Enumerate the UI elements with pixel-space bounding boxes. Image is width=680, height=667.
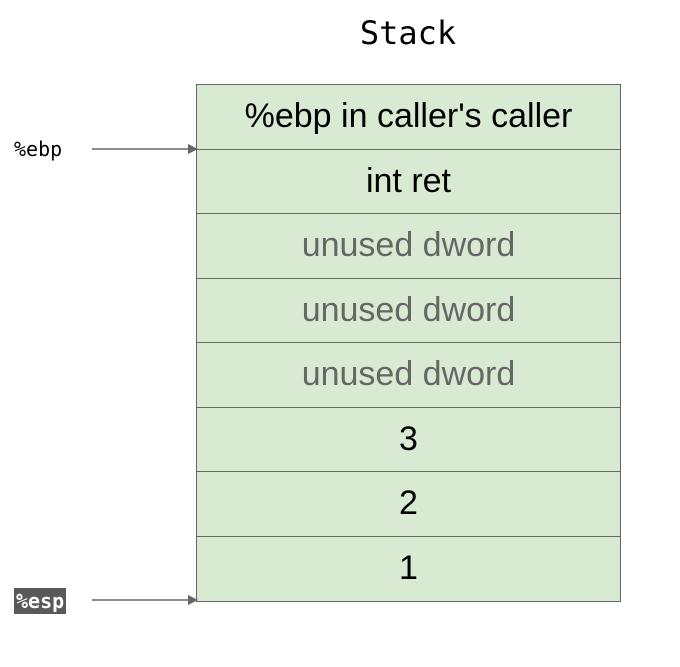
stack-cell-unused-1: unused dword [197,214,620,279]
stack-cell-arg-2: 2 [197,472,620,537]
stack-cell-unused-2: unused dword [197,279,620,343]
stack-cell-arg-3: 3 [197,408,620,472]
esp-arrow-icon [92,595,198,605]
stack-cell-caller-ebp: %ebp in caller's caller [197,85,620,150]
ebp-label: %ebp [14,137,63,161]
stack-cell-unused-3: unused dword [197,343,620,408]
stack-title: Stack [359,14,457,52]
ebp-arrow-icon [92,144,198,154]
stack-frame: %ebp in caller's caller int ret unused d… [196,84,621,602]
stack-cell-arg-1: 1 [399,549,418,588]
esp-label: %esp [14,588,67,614]
stack-cell-int-ret: int ret [197,150,620,214]
